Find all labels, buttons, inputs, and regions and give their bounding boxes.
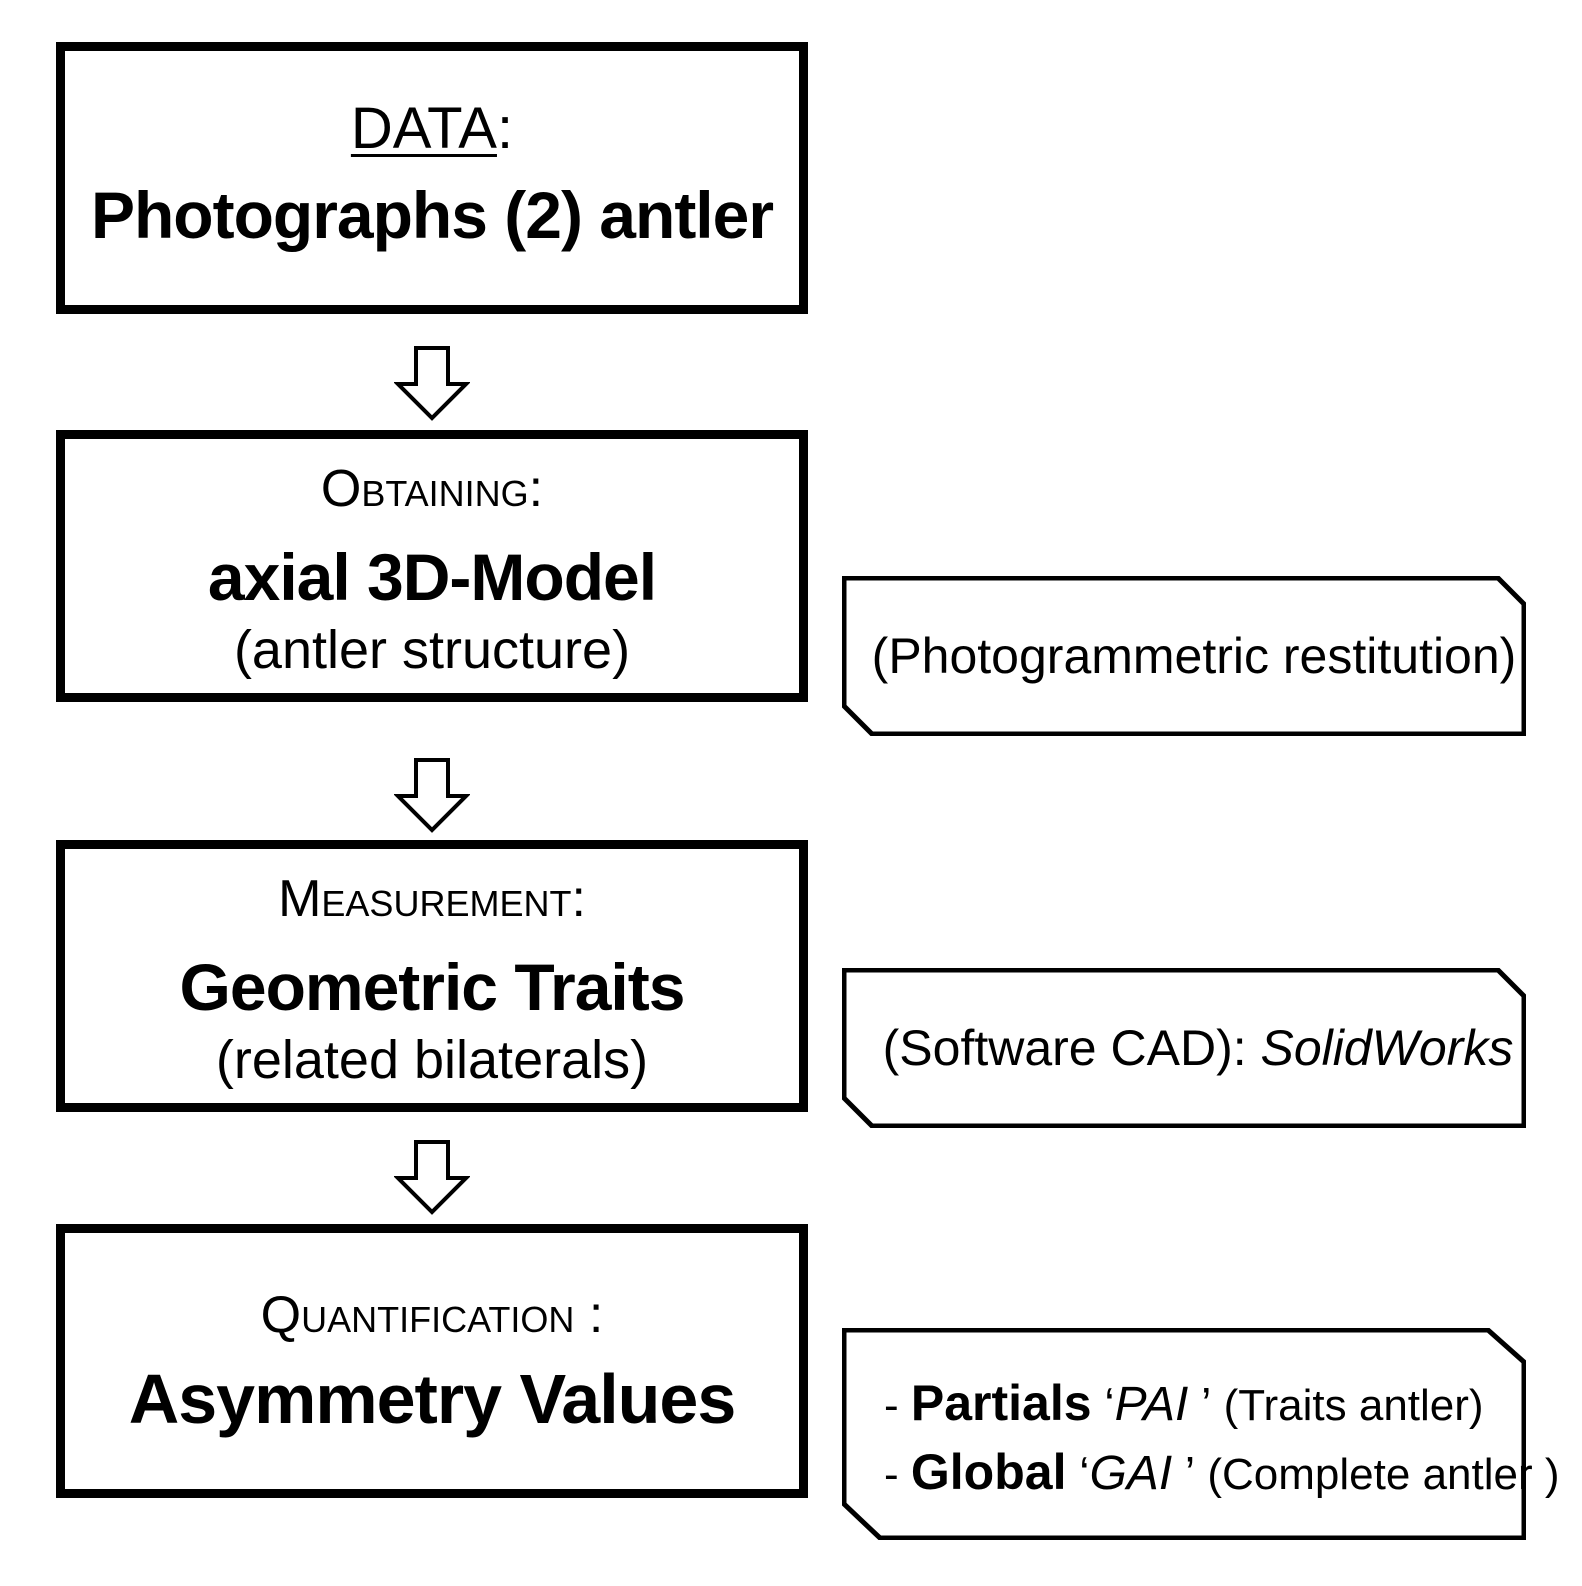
- index-abbr: GAI: [1089, 1447, 1173, 1500]
- note-shape: [842, 968, 1526, 1128]
- index-name: Partials: [910, 1375, 1092, 1431]
- step-main-obtaining: axial 3D-Model: [207, 540, 657, 614]
- index-list: - Partials ‘PAI ’ (Traits antler) - Glob…: [884, 1370, 1560, 1508]
- step-main-measurement: Geometric Traits: [179, 950, 686, 1024]
- step-label-data-colon: :: [496, 96, 514, 161]
- index-close-quote: ’: [1188, 1378, 1212, 1430]
- step-sub-measurement: (related bilaterals): [215, 1030, 649, 1090]
- index-item-partials: - Partials ‘PAI ’ (Traits antler): [884, 1370, 1560, 1439]
- note-shape: [842, 576, 1526, 736]
- down-arrow-icon: [394, 1140, 470, 1215]
- index-item-global: - Global ‘GAI ’ (Complete antler ): [884, 1439, 1560, 1508]
- note-software: (Software CAD): SolidWorks: [842, 968, 1526, 1128]
- step-box-measurement: Measurement: Geometric Traits (related b…: [56, 840, 808, 1112]
- step-box-quantification: Quantification : Asymmetry Values: [56, 1224, 808, 1498]
- note-software-prefix: (Software CAD):: [882, 1020, 1261, 1076]
- index-close-quote: ’: [1172, 1447, 1196, 1499]
- step-label-data-text: DATA: [350, 96, 497, 161]
- step-label-quantification: Quantification :: [260, 1286, 604, 1344]
- step-main-quantification: Asymmetry Values: [128, 1360, 737, 1438]
- down-arrow-icon: [394, 346, 470, 421]
- note-shape: [842, 1328, 1526, 1540]
- step-main-data: Photographs (2) antler: [90, 178, 774, 252]
- index-desc: (Traits antler): [1211, 1381, 1484, 1430]
- index-open-quote: ‘: [1091, 1378, 1115, 1430]
- note-indices: [842, 1328, 1526, 1540]
- step-box-obtaining: Obtaining: axial 3D-Model (antler struct…: [56, 430, 808, 702]
- step-box-data: DATA: Photographs (2) antler: [56, 42, 808, 314]
- step-label-measurement: Measurement:: [278, 870, 586, 928]
- index-dash: -: [884, 1450, 911, 1499]
- note-software-text: (Software CAD): SolidWorks: [842, 968, 1526, 1128]
- index-name: Global: [910, 1444, 1067, 1500]
- index-abbr: PAI: [1114, 1378, 1189, 1431]
- note-software-name: SolidWorks: [1260, 1020, 1514, 1076]
- step-label-obtaining: Obtaining:: [320, 460, 544, 518]
- index-open-quote: ‘: [1066, 1447, 1090, 1499]
- down-arrow-icon: [394, 758, 470, 833]
- step-sub-obtaining: (antler structure): [233, 620, 631, 680]
- note-photogrammetry: (Photogrammetric restitution): [842, 576, 1526, 736]
- index-desc: (Complete antler ): [1195, 1450, 1560, 1499]
- step-label-data: DATA:: [65, 95, 799, 163]
- index-dash: -: [884, 1381, 911, 1430]
- note-photogrammetry-text: (Photogrammetric restitution): [871, 628, 1517, 684]
